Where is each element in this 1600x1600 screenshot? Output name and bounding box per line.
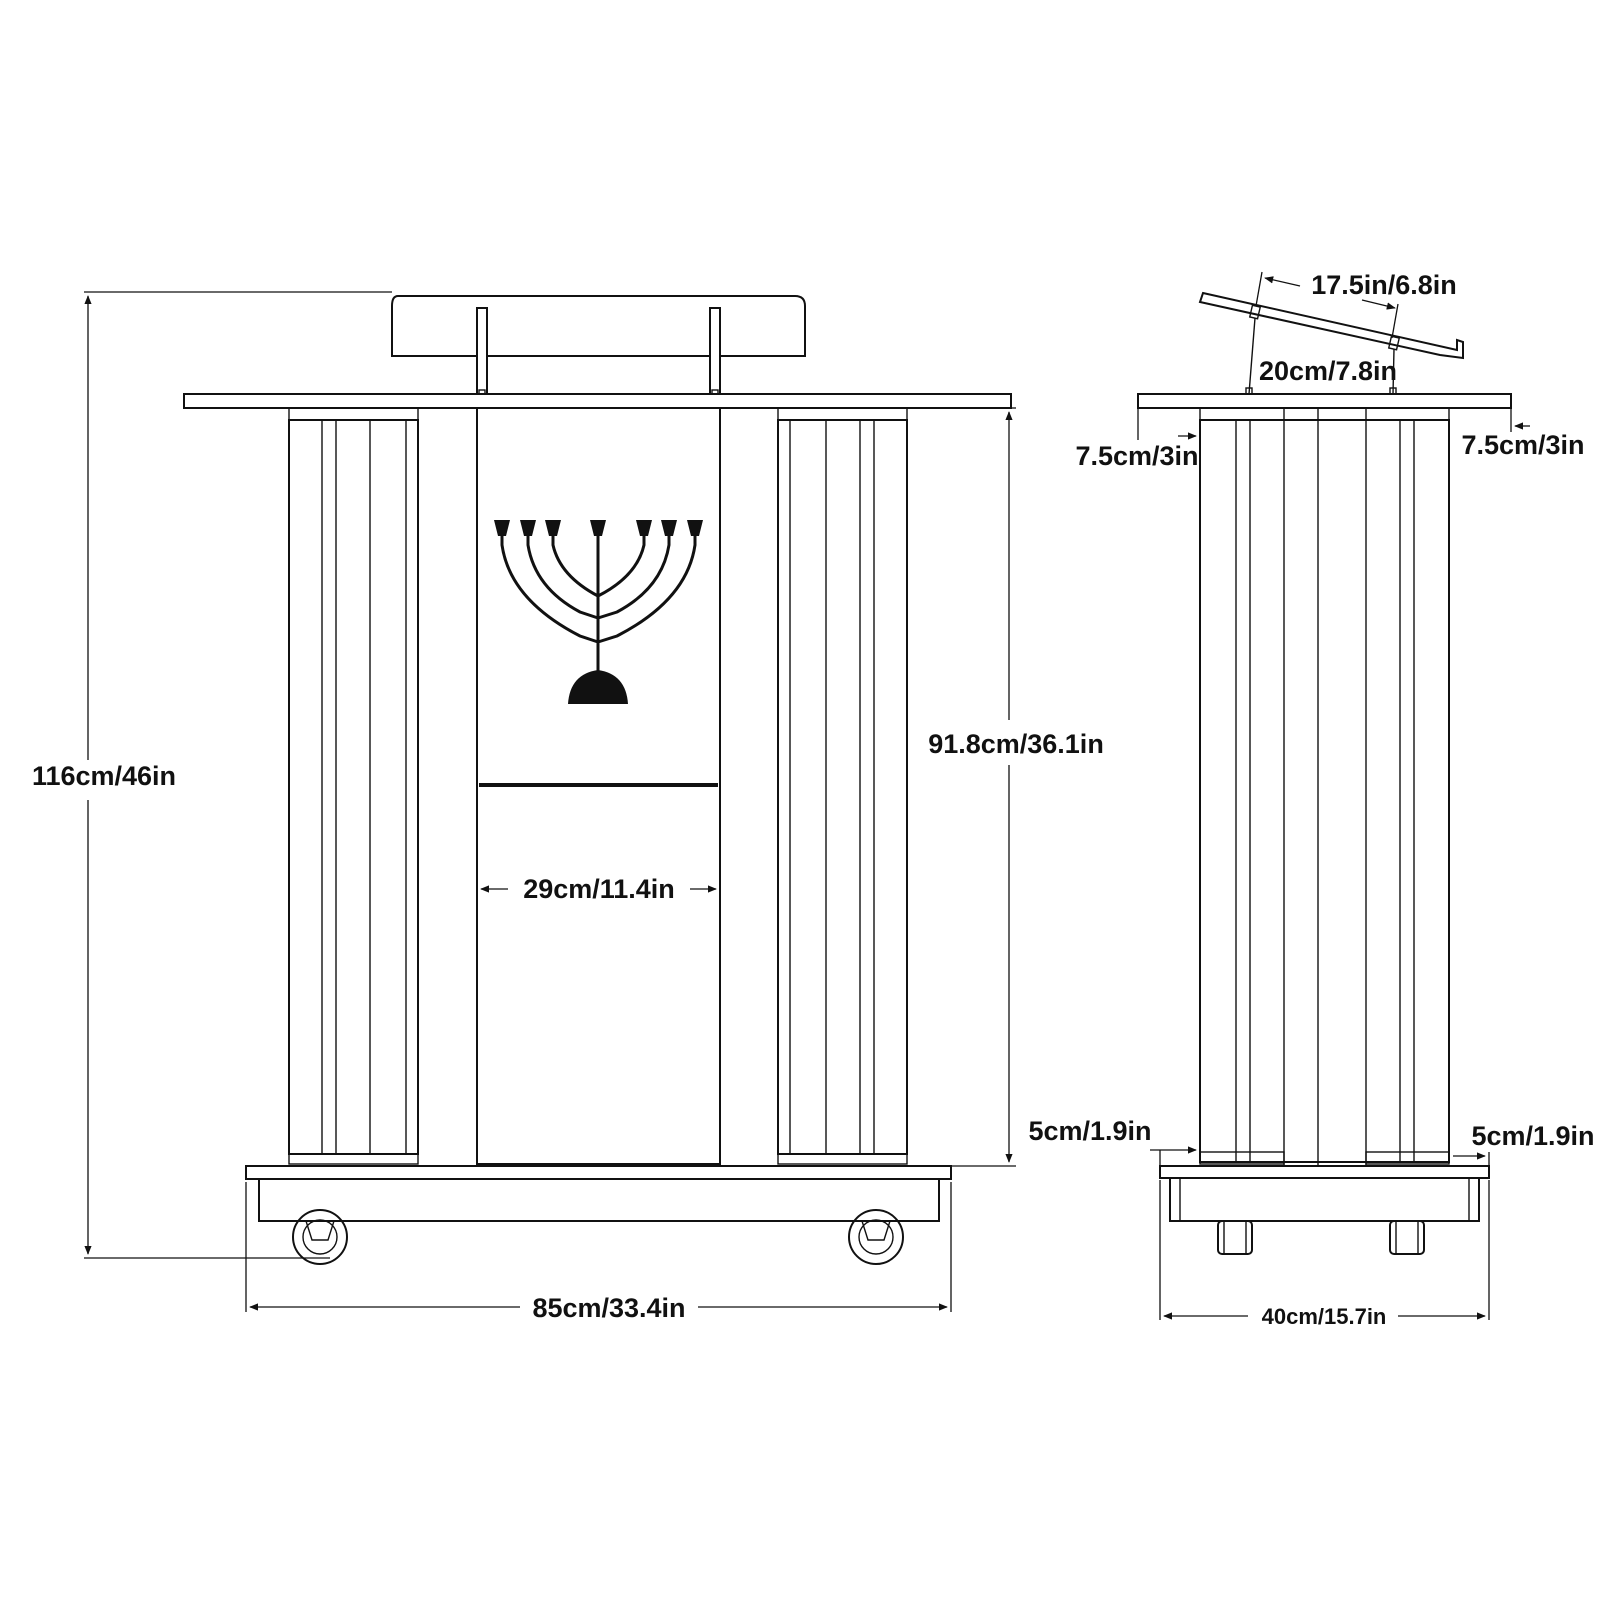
- dim-base-width-label: 85cm/33.4in: [532, 1293, 685, 1323]
- front-book-rest: [391, 295, 806, 357]
- front-left-column: [288, 407, 419, 1165]
- side-caster-right: [1389, 1220, 1425, 1255]
- front-caster-right: [848, 1209, 904, 1265]
- dim-base-overhang-right: 5cm/1.9in: [1453, 1121, 1595, 1166]
- side-base-top: [1159, 1165, 1490, 1179]
- dim-base-width: 85cm/33.4in: [245, 1182, 952, 1323]
- dim-center-width-label: 29cm/11.4in: [523, 874, 675, 904]
- dim-book-rest-height-label: 20cm/7.8in: [1259, 356, 1397, 386]
- front-right-column: [777, 407, 908, 1165]
- side-top: [1137, 393, 1512, 409]
- dim-height-total: 116cm/46in: [32, 291, 392, 1259]
- front-caster-left: [292, 1209, 348, 1265]
- dim-body-height-label: 91.8cm/36.1in: [928, 729, 1104, 759]
- front-view: 116cm/46in 91.8cm/36.1in 29cm/11.4in 85c…: [32, 291, 1104, 1323]
- dim-base-overhang-left: 5cm/1.9in: [1028, 1116, 1197, 1166]
- dim-height-total-label: 116cm/46in: [32, 761, 176, 791]
- side-body: [1199, 407, 1450, 1168]
- front-base-skirt: [258, 1178, 940, 1222]
- side-rest-post-right: [1392, 348, 1395, 395]
- front-top: [183, 393, 1012, 409]
- side-rest-clip-left: [1248, 304, 1262, 320]
- dim-top-overhang-left-label: 7.5cm/3in: [1075, 441, 1198, 471]
- side-caster-left: [1217, 1220, 1253, 1255]
- dim-top-overhang-left: 7.5cm/3in: [1075, 408, 1201, 471]
- menorah-icon: [494, 520, 703, 704]
- dim-center-width: 29cm/11.4in: [480, 874, 717, 904]
- side-book-rest: [1198, 291, 1464, 360]
- dim-book-rest-length: 17.5in/6.8in: [1255, 270, 1457, 339]
- dim-book-rest-length-label: 17.5in/6.8in: [1311, 270, 1457, 300]
- dim-body-height: 91.8cm/36.1in: [928, 407, 1104, 1167]
- dim-base-depth: 40cm/15.7in: [1159, 1180, 1490, 1329]
- dim-top-overhang-right: 7.5cm/3in: [1461, 408, 1585, 460]
- side-view: 17.5in/6.8in 20cm/7.8in 7.5cm/3in 7.5cm/…: [1028, 270, 1594, 1329]
- side-rest-clip-right: [1387, 335, 1401, 351]
- front-base-top: [245, 1165, 952, 1180]
- side-rest-post-left: [1248, 317, 1256, 395]
- dim-base-overhang-right-label: 5cm/1.9in: [1471, 1121, 1594, 1151]
- dim-book-rest-height: 20cm/7.8in: [1259, 356, 1397, 386]
- side-base-skirt: [1169, 1177, 1480, 1222]
- dim-top-overhang-right-label: 7.5cm/3in: [1461, 430, 1584, 460]
- dim-base-overhang-left-label: 5cm/1.9in: [1028, 1116, 1151, 1146]
- dim-base-depth-label: 40cm/15.7in: [1262, 1304, 1387, 1329]
